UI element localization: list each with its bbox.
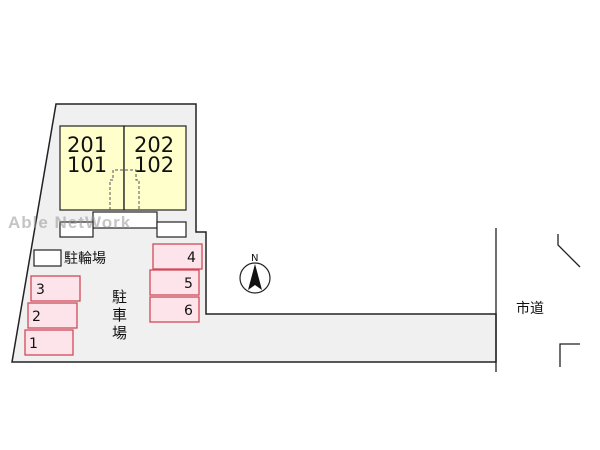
parking-slot-label: 3: [36, 282, 45, 298]
parking-slot-label: 5: [184, 276, 193, 292]
parking-label-char: 駐: [112, 288, 127, 306]
bicycle-parking: 駐輪場: [33, 249, 106, 267]
road-label: 市道: [516, 300, 544, 317]
parking-slot-2: 2: [27, 302, 78, 329]
porch-right: [156, 221, 187, 238]
north-arrow: N: [239, 253, 271, 294]
parking-slots: 3 2 1 4 5 6: [24, 243, 203, 356]
parking-slot-3: 3: [30, 275, 81, 302]
road-corner-top: [557, 234, 581, 268]
road-corner-bottom: [559, 343, 580, 367]
parking-label-char: 車: [112, 306, 127, 324]
parking-slot-1: 1: [24, 329, 74, 356]
building-unit-right: [123, 125, 187, 211]
watermark: Able NetWork: [8, 213, 132, 232]
entrance-step: [92, 211, 158, 229]
building: 201 101 202 102: [59, 125, 187, 238]
parking-label: 駐 車 場: [112, 288, 127, 342]
bicycle-parking-label: 駐輪場: [64, 250, 106, 267]
stair-outline: [109, 169, 140, 210]
unit-label-101: 101: [67, 153, 107, 177]
city-road: 市道: [495, 228, 581, 372]
porch-left: [59, 221, 94, 238]
parking-slot-4: 4: [152, 243, 203, 270]
parking-slot-label: 1: [29, 336, 38, 352]
parking-slot-6: 6: [149, 296, 200, 323]
compass-needle-icon: [248, 264, 262, 290]
bicycle-parking-box: [33, 249, 62, 267]
parking-slot-5: 5: [149, 269, 200, 296]
north-label: N: [251, 253, 258, 264]
parking-slot-label: 4: [187, 250, 196, 266]
parking-slot-label: 2: [32, 309, 41, 325]
unit-label-102: 102: [134, 153, 174, 177]
unit-label-201: 201: [67, 133, 107, 157]
parking-slot-label: 6: [184, 303, 193, 319]
parking-label-char: 場: [112, 324, 127, 342]
unit-label-202: 202: [134, 133, 174, 157]
